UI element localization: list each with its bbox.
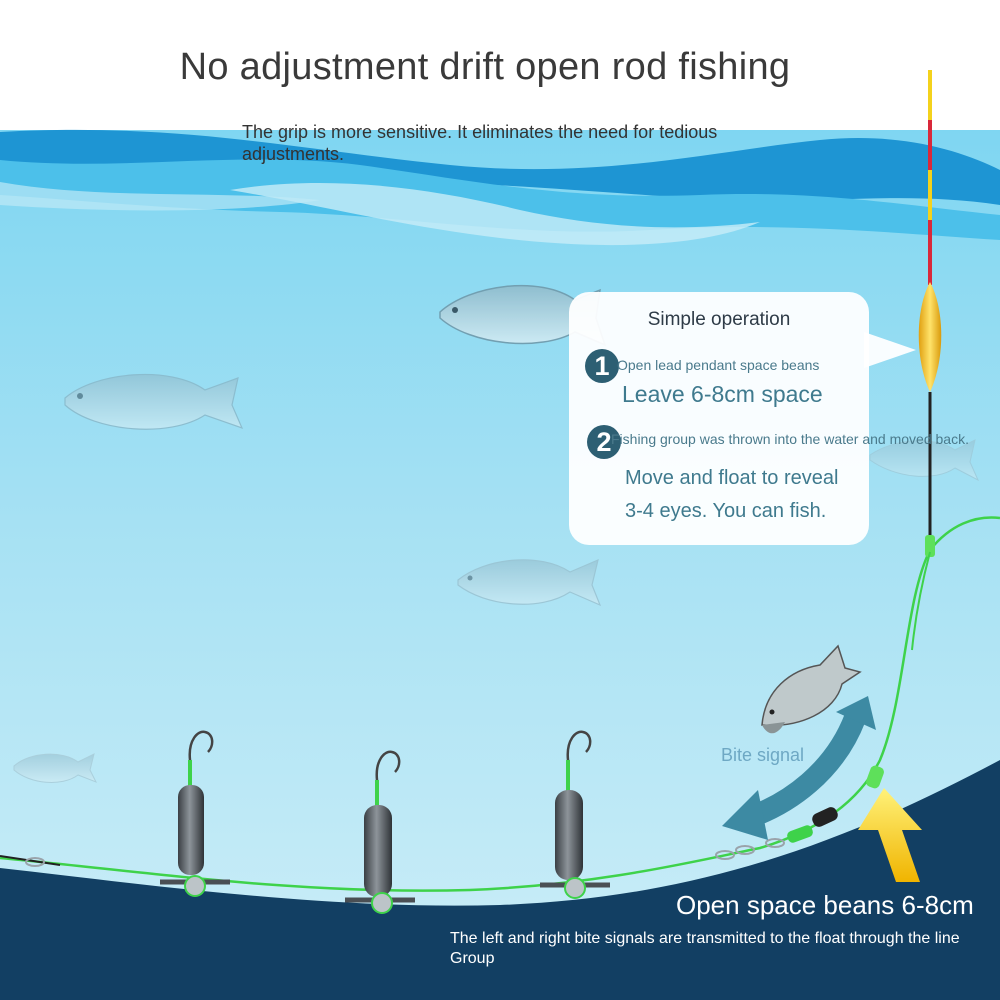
open-space-label: Open space beans 6-8cm: [676, 890, 974, 920]
wave-light: [230, 182, 760, 246]
step-1-caption: Open lead pendant space beans: [617, 357, 820, 373]
bite-signal-arrow: [722, 696, 876, 840]
callout-title: Simple operation: [647, 309, 791, 330]
step-1-number: 1: [585, 349, 619, 383]
wave-mid: [0, 159, 1000, 240]
fishing-line: [0, 516, 1000, 892]
step-2-number: 2: [587, 425, 621, 459]
bottom-caption: The left and right bite signals are tran…: [450, 930, 960, 967]
page-title: No adjustment drift open rod fishing: [179, 46, 791, 88]
fishing-line-dark: [0, 855, 61, 866]
bite-signal-label: Bite signal: [721, 745, 805, 765]
step-2-text-line-1: Move and float to reveal: [625, 467, 839, 489]
step-2-text-line-2: 3-4 eyes. You can fish.: [625, 500, 827, 522]
fish-icon: [457, 558, 602, 607]
fish-icon: [761, 644, 862, 734]
seabed: [0, 760, 1000, 1000]
fish-icon: [13, 753, 98, 783]
sinker-rig: [540, 730, 610, 899]
yellow-arrow-icon: [858, 788, 922, 882]
wave-highlight: [0, 182, 320, 211]
fish-icon: [64, 373, 244, 430]
float-icon: [911, 70, 942, 651]
sinker-rig: [345, 750, 415, 914]
callout-bubble: [569, 292, 869, 545]
sinker-rig: [160, 730, 230, 897]
page-subtitle: The grip is more sensitive. It eliminate…: [242, 122, 718, 164]
step-1-text: Leave 6-8cm space: [622, 381, 823, 407]
swivel-icon: [25, 838, 785, 867]
step-2-caption: Fishing group was thrown into the water …: [611, 431, 969, 447]
callout-tail: [864, 332, 916, 368]
fish-icon: [869, 439, 980, 482]
space-bean: [787, 765, 884, 843]
